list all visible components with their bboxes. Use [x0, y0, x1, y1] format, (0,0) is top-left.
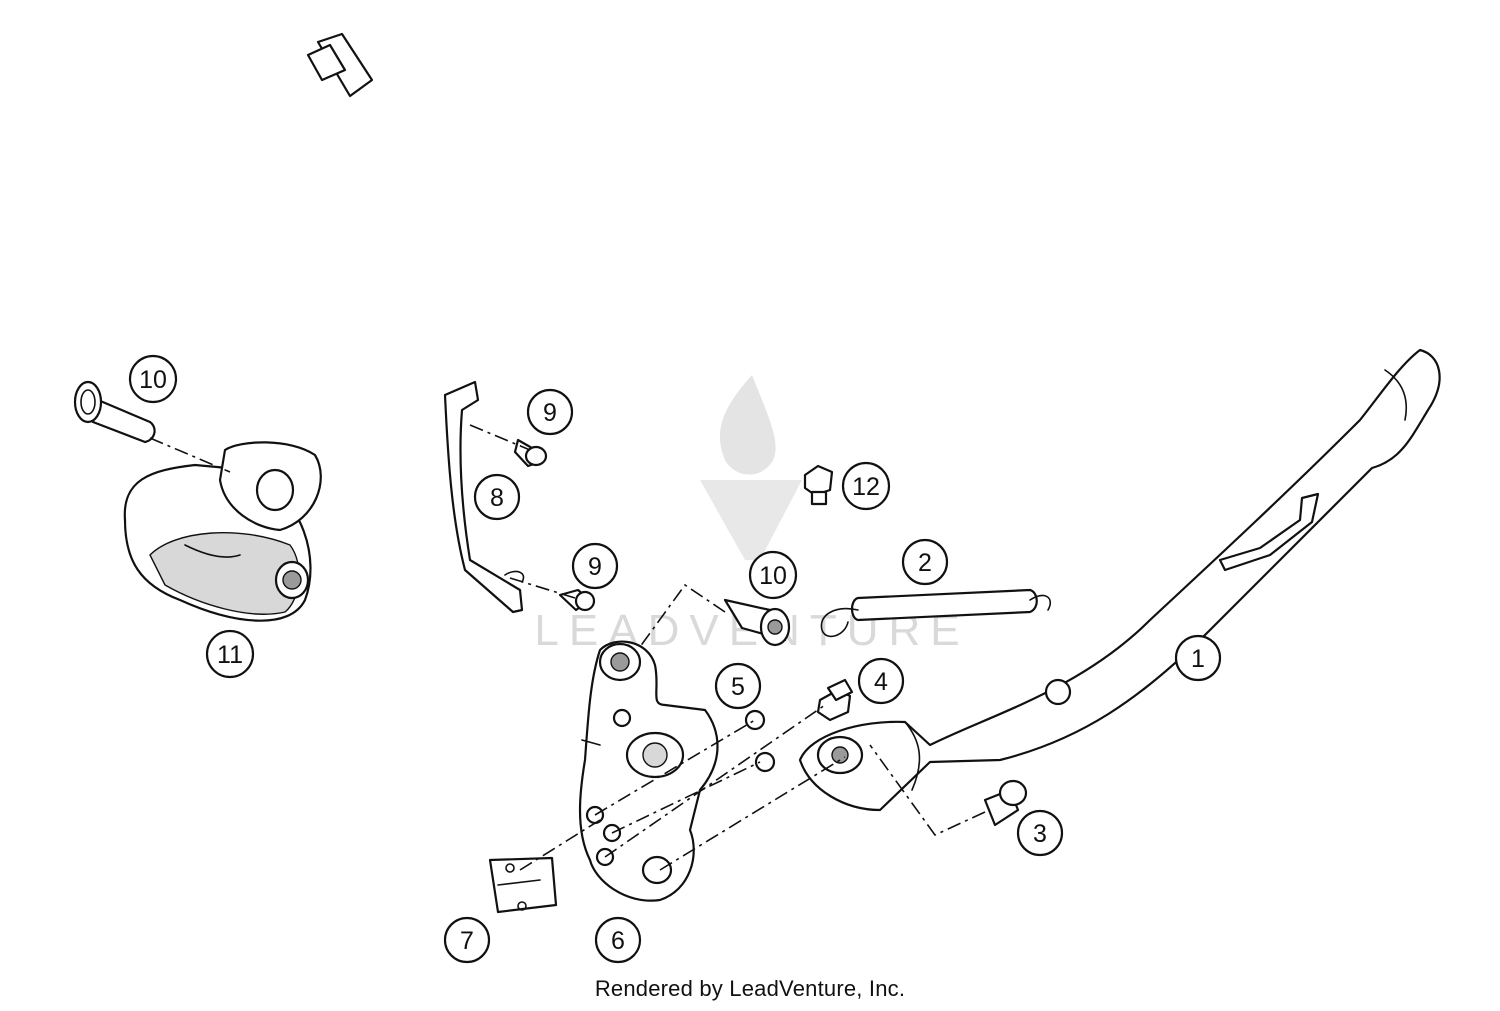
- part-11-housing: [123, 441, 322, 622]
- callout-7: 7: [443, 916, 491, 964]
- callout-2-label: 2: [918, 549, 932, 577]
- callout-1: 1: [1174, 634, 1222, 682]
- callout-8: 8: [473, 473, 521, 521]
- callout-10-center-label: 10: [759, 562, 787, 590]
- credit-line: Rendered by LeadVenture, Inc.: [594, 976, 906, 1001]
- callout-4: 4: [857, 657, 905, 705]
- callout-3: 3: [1016, 809, 1064, 857]
- callout-10-left: 10: [128, 354, 178, 404]
- part-3-bolt: [983, 779, 1028, 827]
- callout-12-label: 12: [852, 473, 880, 501]
- part-7-wiring-harness: [306, 32, 558, 914]
- callout-4-label: 4: [874, 668, 888, 696]
- callout-6-label: 6: [611, 927, 625, 955]
- part-9-screw-upper: [513, 438, 548, 468]
- part-12-nut: [803, 464, 834, 506]
- callout-6: 6: [594, 916, 642, 964]
- callout-5-label: 5: [731, 673, 745, 701]
- callout-9-lower-label: 9: [588, 553, 602, 581]
- callout-11-label: 11: [217, 641, 243, 669]
- part-6-bracket-plate: [578, 640, 719, 902]
- part-5-screws: [744, 709, 776, 773]
- callout-11: 11: [205, 629, 255, 679]
- part-2-spring: [820, 588, 1052, 638]
- callout-12: 12: [841, 461, 891, 511]
- callout-5: 5: [714, 662, 762, 710]
- part-1-side-stand: [798, 348, 1441, 812]
- callout-9-upper-label: 9: [543, 399, 557, 427]
- callout-3-label: 3: [1033, 820, 1047, 848]
- callout-9-upper: 9: [526, 388, 574, 436]
- watermark-v-logo-icon: [700, 480, 802, 560]
- part-8-bracket: [443, 380, 525, 614]
- callout-8-label: 8: [490, 484, 504, 512]
- callout-7-label: 7: [460, 927, 474, 955]
- callout-9-lower: 9: [571, 542, 619, 590]
- part-10-sleeve-bolt-left: [73, 380, 156, 444]
- callout-2: 2: [901, 538, 949, 586]
- part-10-sleeve-center: [723, 598, 791, 647]
- watermark-flame-icon: [719, 375, 776, 475]
- callout-1-label: 1: [1191, 645, 1205, 673]
- part-4-pin: [816, 678, 854, 722]
- callout-10-left-label: 10: [139, 366, 167, 394]
- callout-10-center: 10: [748, 550, 798, 600]
